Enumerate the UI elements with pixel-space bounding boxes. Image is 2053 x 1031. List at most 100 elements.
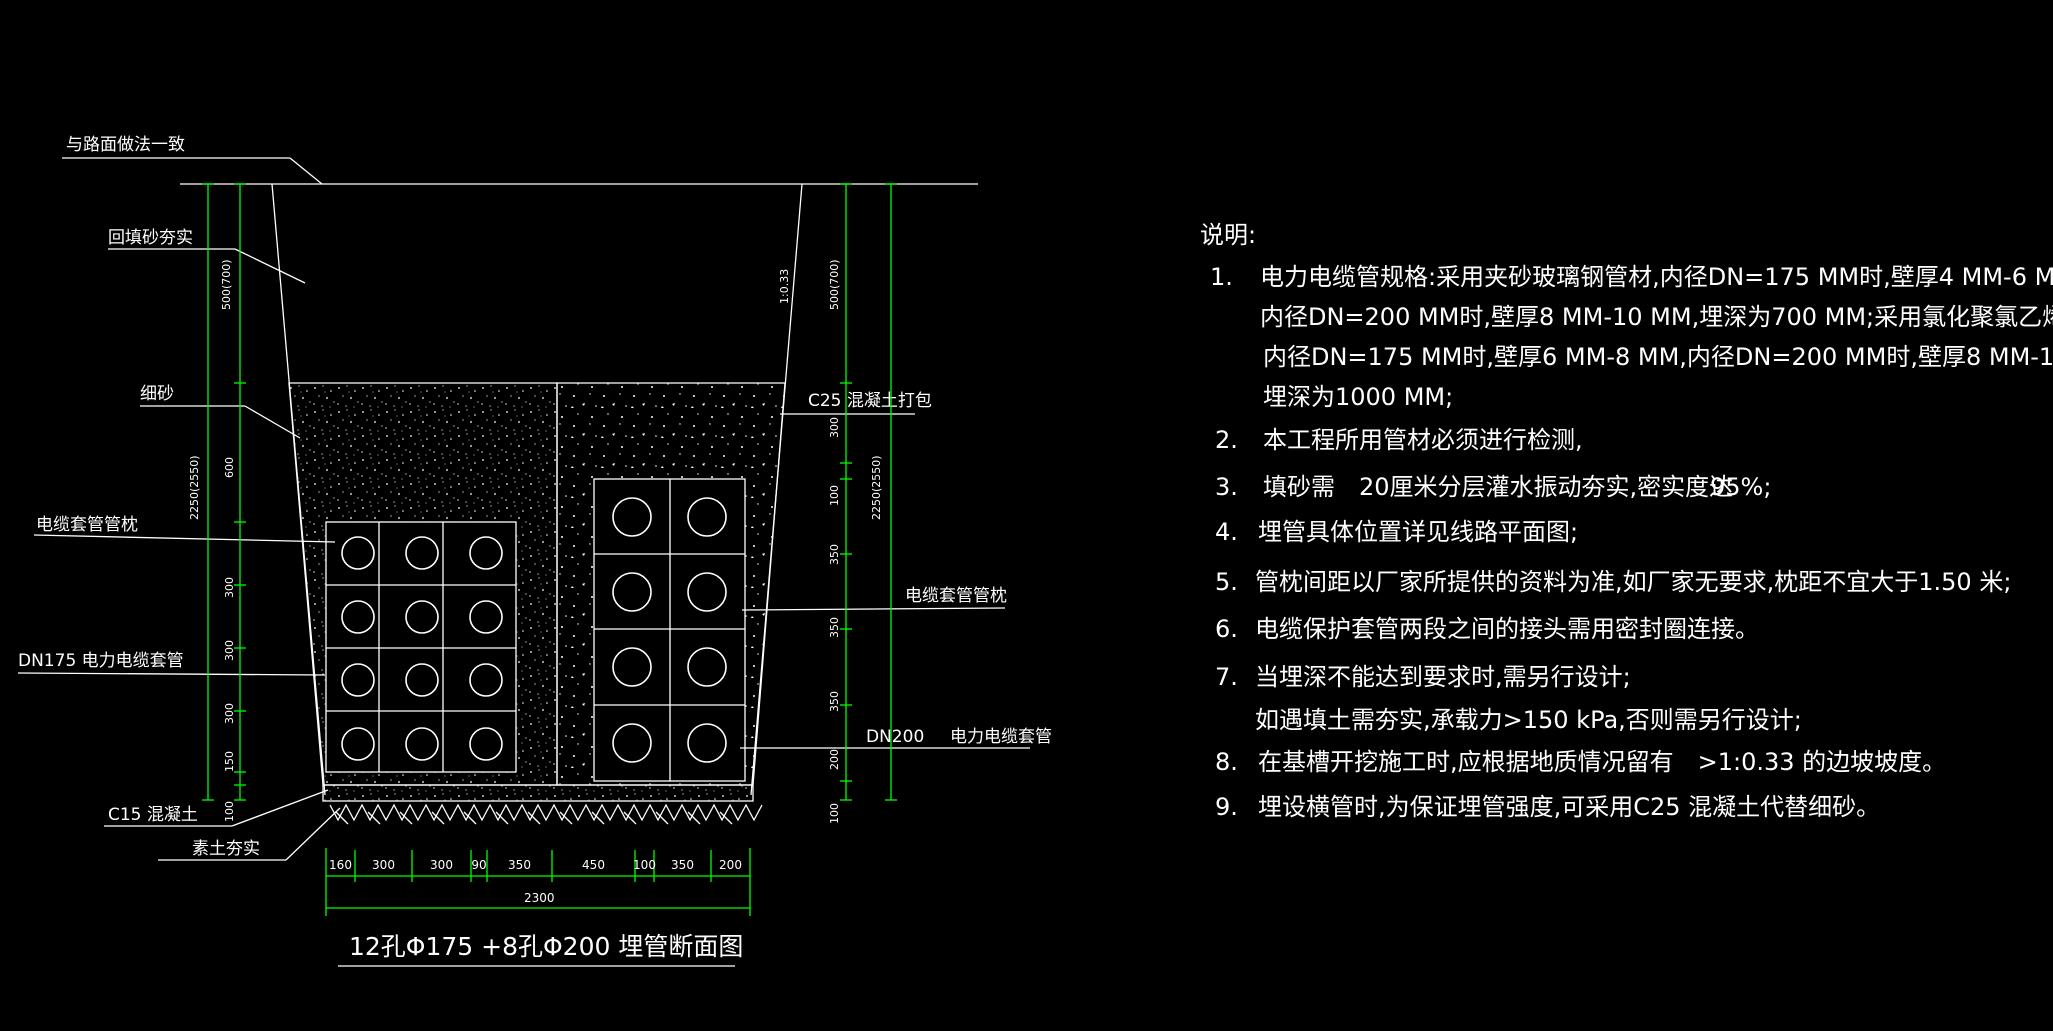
left-dim-100: 100 [223,801,236,822]
left-dim-500: 500(700) [220,259,233,310]
c15-label: C15 混凝土 [108,805,198,825]
c25-label: C25 混凝土打包 [808,391,932,411]
note-3-value: 95%; [1710,473,1771,501]
note-7-line-2: 如遇填土需夯实,承载力>150 kPa,否则需另行设计; [1255,706,1802,734]
pillow-left-label: 电缆套管管枕 [36,515,138,535]
dn200-pipe [687,723,727,763]
note-5-line-1: 管枕间距以厂家所提供的资料为准,如厂家无要求,枕距不宜大于1.50 米; [1255,568,2011,596]
bottom-dim-label: 90 [471,858,486,872]
note-6-number: 6. [1215,615,1238,643]
bottom-dim-label: 160 [329,858,352,872]
dn175-pipe [341,600,375,634]
dn200-pipe-block [593,478,746,782]
bottom-dim-label: 350 [671,858,694,872]
dn200-pipe [687,497,727,537]
road-surface-label: 与路面做法一致 [66,135,185,155]
right-dim-100b: 100 [828,803,841,824]
soil-compaction-hatch [329,803,763,825]
right-dim-350b: 350 [828,617,841,638]
dn175-pipe [469,663,503,697]
soil-hatch-stroke [687,811,701,825]
soil-hatch-stroke [495,811,509,825]
note-2-number: 2. [1215,426,1238,454]
note-6-line-1: 电缆保护套管两段之间的接头需用密封圈连接。 [1255,615,1759,643]
soil-hatch-stroke [623,811,637,825]
right-dim-200: 200 [828,749,841,770]
dn175-pipe [405,727,439,761]
bottom-dim-total: 2300 [524,891,555,905]
dn200-pipe [687,572,727,612]
dn175-pillow-frame [325,521,517,773]
c15-leader [231,789,329,827]
soil-hatch-stroke [655,811,669,825]
bottom-dim-label: 100 [633,858,656,872]
left-labels: 回填砂夯实 细砂 电缆套管管枕 DN175 电力电缆套管 C15 混凝土 素土夯… [17,228,341,861]
dn200-pipe [687,647,727,687]
bottom-dim-label: 450 [582,858,605,872]
note-1-line-2: 内径DN=200 MM时,壁厚8 MM-10 MM,埋深为700 MM;采用氯化… [1260,303,2053,331]
right-dim-500: 500(700) [828,259,841,310]
dn175-pipe [405,600,439,634]
note-9-line-1: 埋设横管时,为保证埋管强度,可采用C25 混凝土代替细砂。 [1258,793,1880,821]
note-1-line-4: 埋深为1000 MM; [1263,383,1453,411]
dn175-pipe [405,663,439,697]
bottom-dim-label: 200 [719,858,742,872]
dn175-pipe [469,727,503,761]
dn200-pipe [612,572,652,612]
fine-sand-leader [244,405,301,439]
backfill-leader [234,248,306,284]
left-dim-ticks [202,183,246,801]
left-dim-600: 600 [223,457,236,478]
bottom-dim-ticks [354,850,712,882]
soil-hatch-stroke [559,811,573,825]
note-3-line-1: 填砂需 20厘米分层灌水振动夯实,密实度达 [1263,473,1733,501]
left-dimension-chain: 500(700) 2250(2550) 600 300 300 300 150 … [188,183,246,822]
left-dim-150: 150 [223,751,236,772]
dn200-pipe [612,723,652,763]
dn175-leader [17,672,326,676]
drawing-title: 12孔Φ175 +8孔Φ200 埋管断面图 [349,932,743,961]
right-dim-350c: 350 [828,691,841,712]
dn175-pipe-block [325,521,517,773]
right-dim-350a: 350 [828,544,841,565]
note-4-line-1: 埋管具体位置详见线路平面图; [1258,518,1578,546]
dn175-pipe [469,600,503,634]
dn200-pipe [612,497,652,537]
dn175-pipe [405,536,439,570]
soil-hatch-stroke [463,811,477,825]
left-dim-300a: 300 [223,577,236,598]
note-7-number: 7. [1215,663,1238,691]
slope-label: 1:0.33 [778,269,791,304]
soil-hatch-zigzag [329,803,763,822]
soil-leader [285,807,341,861]
soil-hatch-stroke [335,811,349,825]
ground-surface: 与路面做法一致 [62,135,978,185]
left-dim-2250: 2250(2550) [188,455,201,520]
dn200-pipe [612,647,652,687]
soil-hatch-stroke [527,811,541,825]
right-dimension-chain: 500(700) 2250(2550) 300 100 350 350 350 … [828,183,897,824]
note-8-number: 8. [1215,748,1238,776]
pillow-right-leader [741,607,1006,611]
bottom-dim-label: 350 [508,858,531,872]
backfill-label: 回填砂夯实 [108,228,193,248]
pillow-left-leader [33,534,336,543]
dn200-code-label: DN200 [866,727,924,747]
right-dim-100a: 100 [828,485,841,506]
right-dim-ticks [840,183,897,801]
dn200-name-label: 电力电缆套管 [950,727,1052,747]
right-dim-2250: 2250(2550) [870,455,883,520]
fine-sand-label: 细砂 [140,384,174,404]
notes-heading: 说明: [1200,221,1256,249]
c15-concrete-base [322,784,754,802]
note-4-number: 4. [1215,518,1238,546]
note-3-number: 3. [1215,473,1238,501]
dn175-pipe [341,727,375,761]
note-1-number: 1. [1210,263,1233,291]
dn175-label: DN175 电力电缆套管 [18,651,184,671]
dn200-pillow-grid [594,479,745,781]
